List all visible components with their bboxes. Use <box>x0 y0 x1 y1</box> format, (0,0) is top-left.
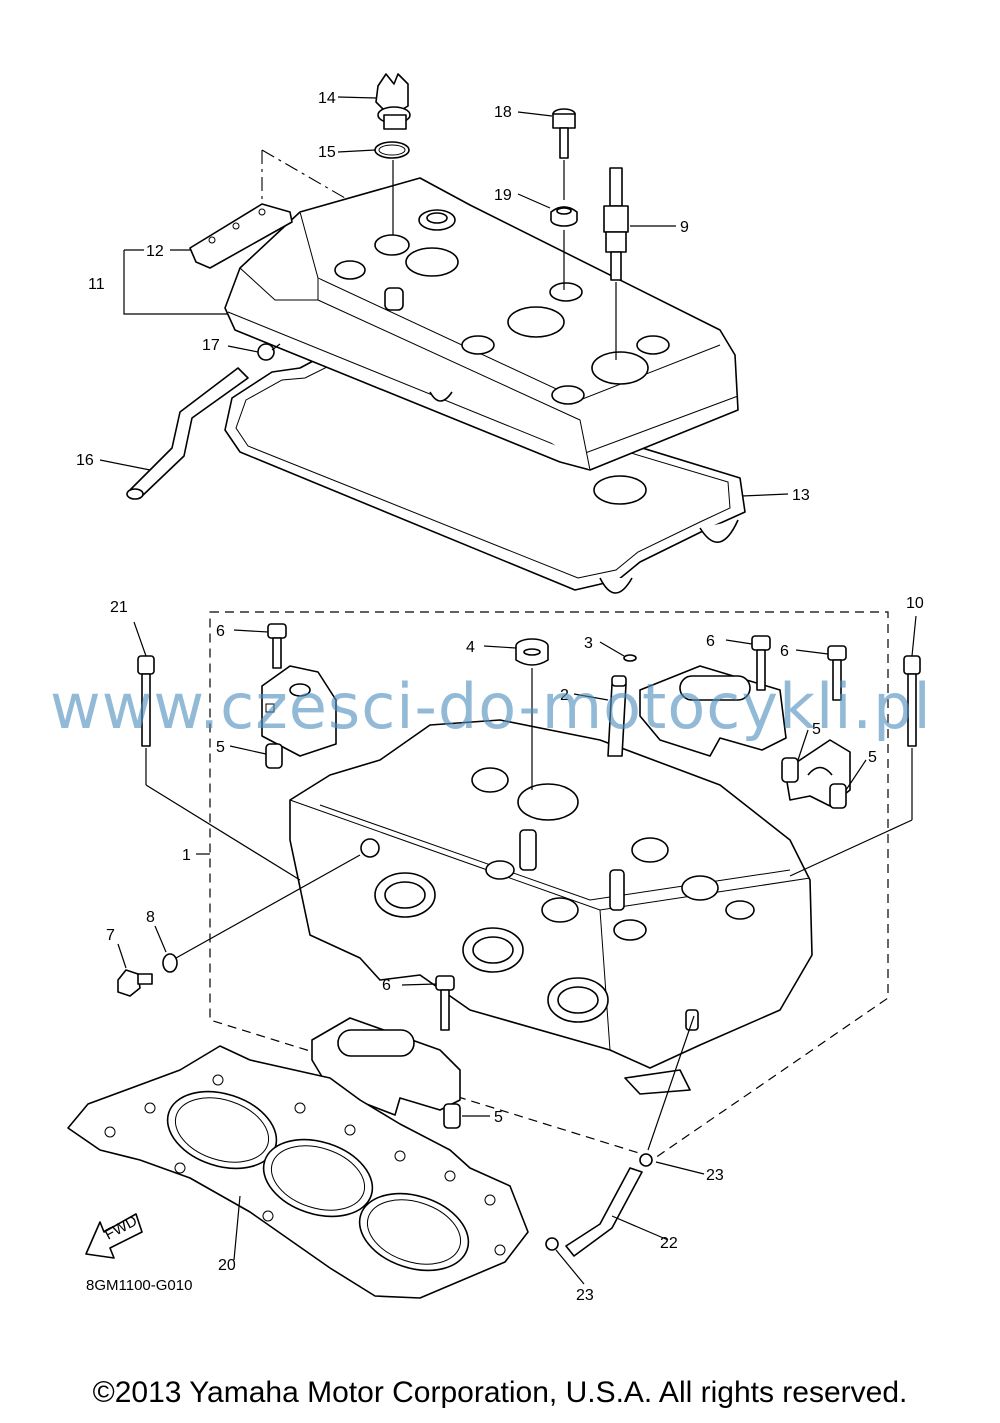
label-5c: 5 <box>868 749 877 766</box>
label-21: 21 <box>110 599 128 616</box>
label-20: 20 <box>218 1257 236 1274</box>
cover-bolt <box>552 108 576 159</box>
injector-plug <box>607 675 627 757</box>
label-6c: 6 <box>780 643 789 660</box>
small-clip <box>623 654 637 662</box>
label-1: 1 <box>182 847 191 864</box>
label-2: 2 <box>560 687 569 704</box>
camshaft-cap-left <box>261 665 337 757</box>
head-assembly-boundary <box>209 611 889 1159</box>
diagram-code: 8GM1100-G010 <box>86 1277 192 1294</box>
label-8: 8 <box>146 909 155 926</box>
label-5d: 5 <box>494 1109 503 1126</box>
breather-hose <box>126 367 249 500</box>
label-9: 9 <box>680 219 689 236</box>
camshaft-cap-right-1 <box>639 665 787 757</box>
cylinder-head-cover-gasket <box>224 351 746 594</box>
label-3: 3 <box>584 635 593 652</box>
water-hose <box>565 1167 643 1257</box>
label-13: 13 <box>792 487 810 504</box>
hose-clip <box>639 1153 653 1167</box>
label-17: 17 <box>202 337 220 354</box>
callout-labels: 14 15 18 19 9 12 11 17 16 13 21 10 6 5 4… <box>76 90 924 1304</box>
valve-cover-plug <box>515 638 549 666</box>
washer <box>162 953 178 973</box>
label-7: 7 <box>106 927 115 944</box>
camshaft-cap-lower <box>311 1017 461 1116</box>
cap-bolt <box>827 645 847 701</box>
label-6a: 6 <box>216 623 225 640</box>
label-5b: 5 <box>812 721 821 738</box>
oil-filler-cap <box>375 73 411 130</box>
dowel-pin <box>443 1103 461 1129</box>
spark-plug <box>603 167 629 281</box>
cylinder-head <box>289 719 813 1095</box>
leader-lines <box>99 96 917 1285</box>
label-4: 4 <box>466 639 475 656</box>
label-11: 11 <box>88 276 105 293</box>
hose-clip <box>257 343 281 361</box>
label-16: 16 <box>76 452 94 469</box>
cap-bolt <box>267 623 287 669</box>
label-12: 12 <box>146 243 164 260</box>
grommet <box>550 206 578 227</box>
dowel-pin <box>265 743 283 769</box>
label-19: 19 <box>494 187 512 204</box>
plug-bolt <box>117 969 153 997</box>
copyright-notice: ©2013 Yamaha Motor Corporation, U.S.A. A… <box>92 1376 908 1409</box>
label-6b: 6 <box>706 633 715 650</box>
cap-bolt <box>751 635 771 691</box>
dowel-pin <box>781 757 799 783</box>
watermark: www.czesci-do-motocykli.pl <box>50 670 932 743</box>
forward-direction-arrow: FWD <box>85 1212 143 1259</box>
cylinder-head-gasket <box>67 1045 529 1299</box>
label-15: 15 <box>318 144 336 161</box>
o-ring <box>374 141 410 159</box>
cap-bolt <box>435 975 455 1031</box>
dowel-pin <box>829 783 847 809</box>
label-23a: 23 <box>706 1167 724 1184</box>
hose-clip <box>545 1237 559 1251</box>
label-10: 10 <box>906 595 924 612</box>
label-5a: 5 <box>216 739 225 756</box>
label-14: 14 <box>318 90 336 107</box>
label-18: 18 <box>494 104 512 121</box>
cover-plate <box>189 203 293 269</box>
label-22: 22 <box>660 1235 678 1252</box>
label-23b: 23 <box>576 1287 594 1304</box>
label-6d: 6 <box>382 977 391 994</box>
head-bolt-long <box>903 655 921 747</box>
